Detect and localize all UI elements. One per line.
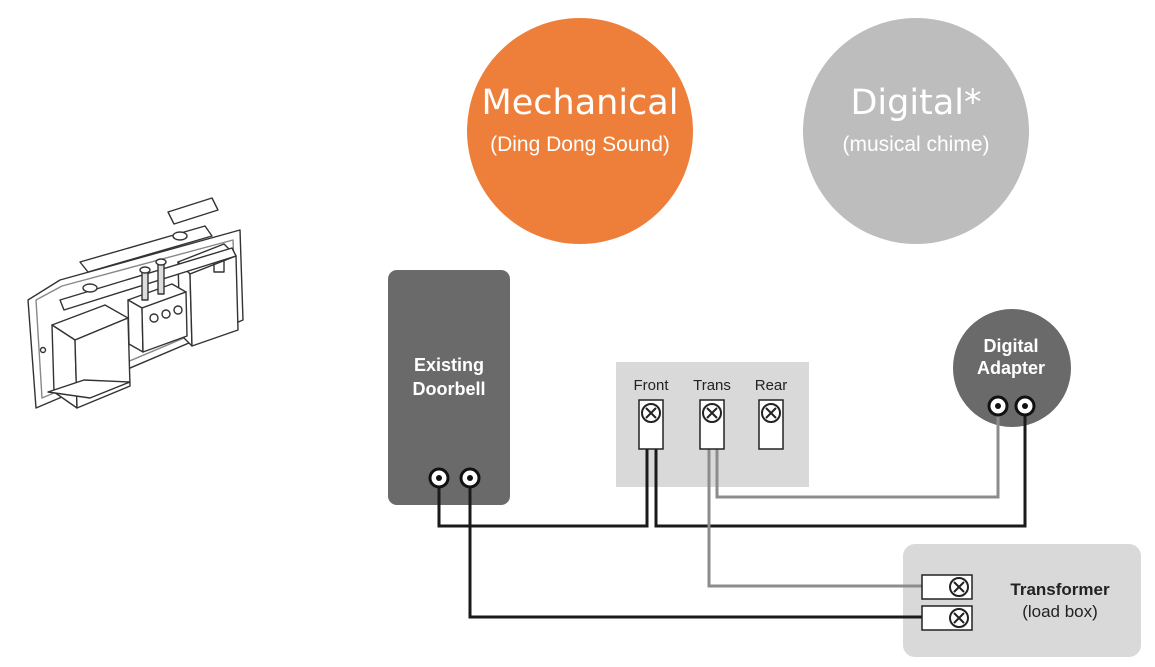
existing-doorbell-label-line2: Doorbell [412,379,485,399]
digital-adapter-label-line2: Adapter [977,358,1045,378]
chime-unit-illustration [27,197,244,409]
terminal-label-trans: Trans [693,377,731,394]
screw-icon [765,407,777,419]
terminal-rear [758,399,784,450]
existing-doorbell-box [388,270,510,505]
digital-adapter-circle [953,309,1071,427]
screw-icon [953,581,965,593]
digital-title: Digital* [850,83,981,123]
adapter-terminals [987,395,1036,417]
mechanical-title: Mechanical [482,83,679,123]
wire-front-to-adapter [654,406,1027,528]
terminal-label-rear: Rear [755,377,788,394]
transformer-box [903,544,1141,657]
existing-doorbell-label-line1: Existing [414,355,484,375]
terminal-trans [699,399,725,450]
screw-icon [645,407,657,419]
mechanical-circle [467,18,693,244]
transformer-terminals [921,574,973,631]
screw-icon [706,407,718,419]
transformer-label-line2: (load box) [1022,602,1098,621]
digital-subtitle: (musical chime) [842,133,989,156]
screw-icon [953,612,965,624]
wire-doorbell-to-front [437,425,649,528]
wire-doorbell-to-transformer [468,478,946,619]
wire-trans-to-adapter [715,406,1000,499]
wire-trans-to-transformer [707,425,946,588]
digital-option: Digital* (musical chime) [803,18,1029,244]
terminal-front [638,399,664,450]
transformer-label-line1: Transformer [1010,580,1110,599]
mechanical-subtitle: (Ding Dong Sound) [490,133,670,156]
terminal-label-front: Front [633,377,669,394]
terminal-posts [638,399,784,450]
mechanical-option: Mechanical (Ding Dong Sound) [467,18,693,244]
digital-circle [803,18,1029,244]
doorbell-terminals [428,467,481,489]
digital-adapter-label-line1: Digital [983,336,1038,356]
